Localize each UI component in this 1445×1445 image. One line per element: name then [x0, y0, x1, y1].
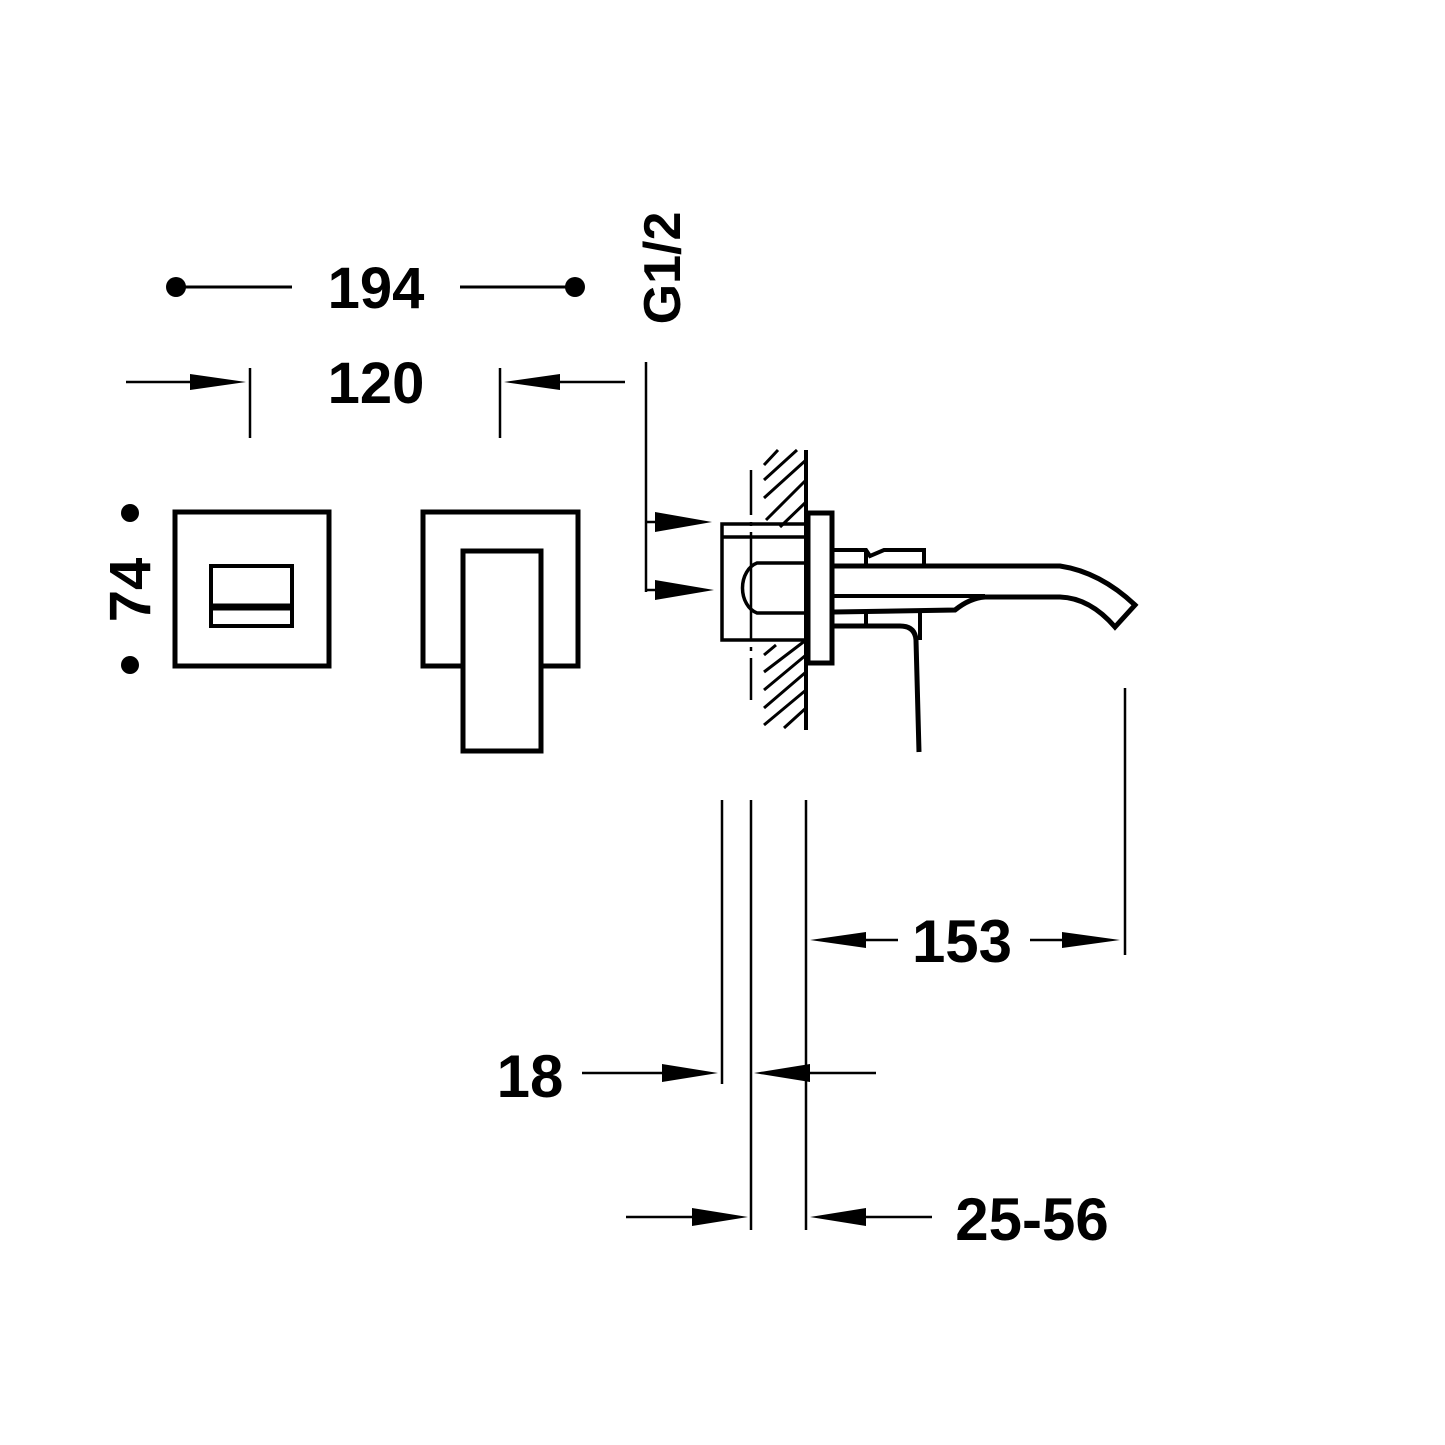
dimension-spout-projection: 153: [810, 908, 1120, 975]
dimension-center-distance: 120: [126, 351, 625, 438]
extension-lines: [720, 688, 1127, 1230]
dimension-label-153: 153: [912, 908, 1012, 975]
dimension-plate-height: 74: [98, 504, 163, 674]
dimension-overall-width: 194: [166, 256, 585, 321]
dimension-thread: G1/2: [634, 212, 714, 600]
dimension-label-g12: G1/2: [634, 212, 692, 325]
dimension-wall-adjust: 25-56: [626, 1186, 1109, 1253]
wall-hatching-lower: [763, 638, 808, 730]
dimension-label-120: 120: [328, 351, 425, 416]
front-view-handle-plate: [172, 509, 332, 669]
side-view-section: [720, 448, 1139, 753]
dimension-label-18: 18: [497, 1043, 564, 1110]
dimension-label-194: 194: [328, 256, 425, 321]
dimension-label-25-56: 25-56: [955, 1186, 1108, 1253]
wall-hatching-upper: [762, 448, 808, 529]
dimension-plate-depth: 18: [497, 1043, 876, 1110]
dimension-label-74: 74: [98, 558, 163, 623]
front-view-spout-plate: [420, 509, 581, 754]
